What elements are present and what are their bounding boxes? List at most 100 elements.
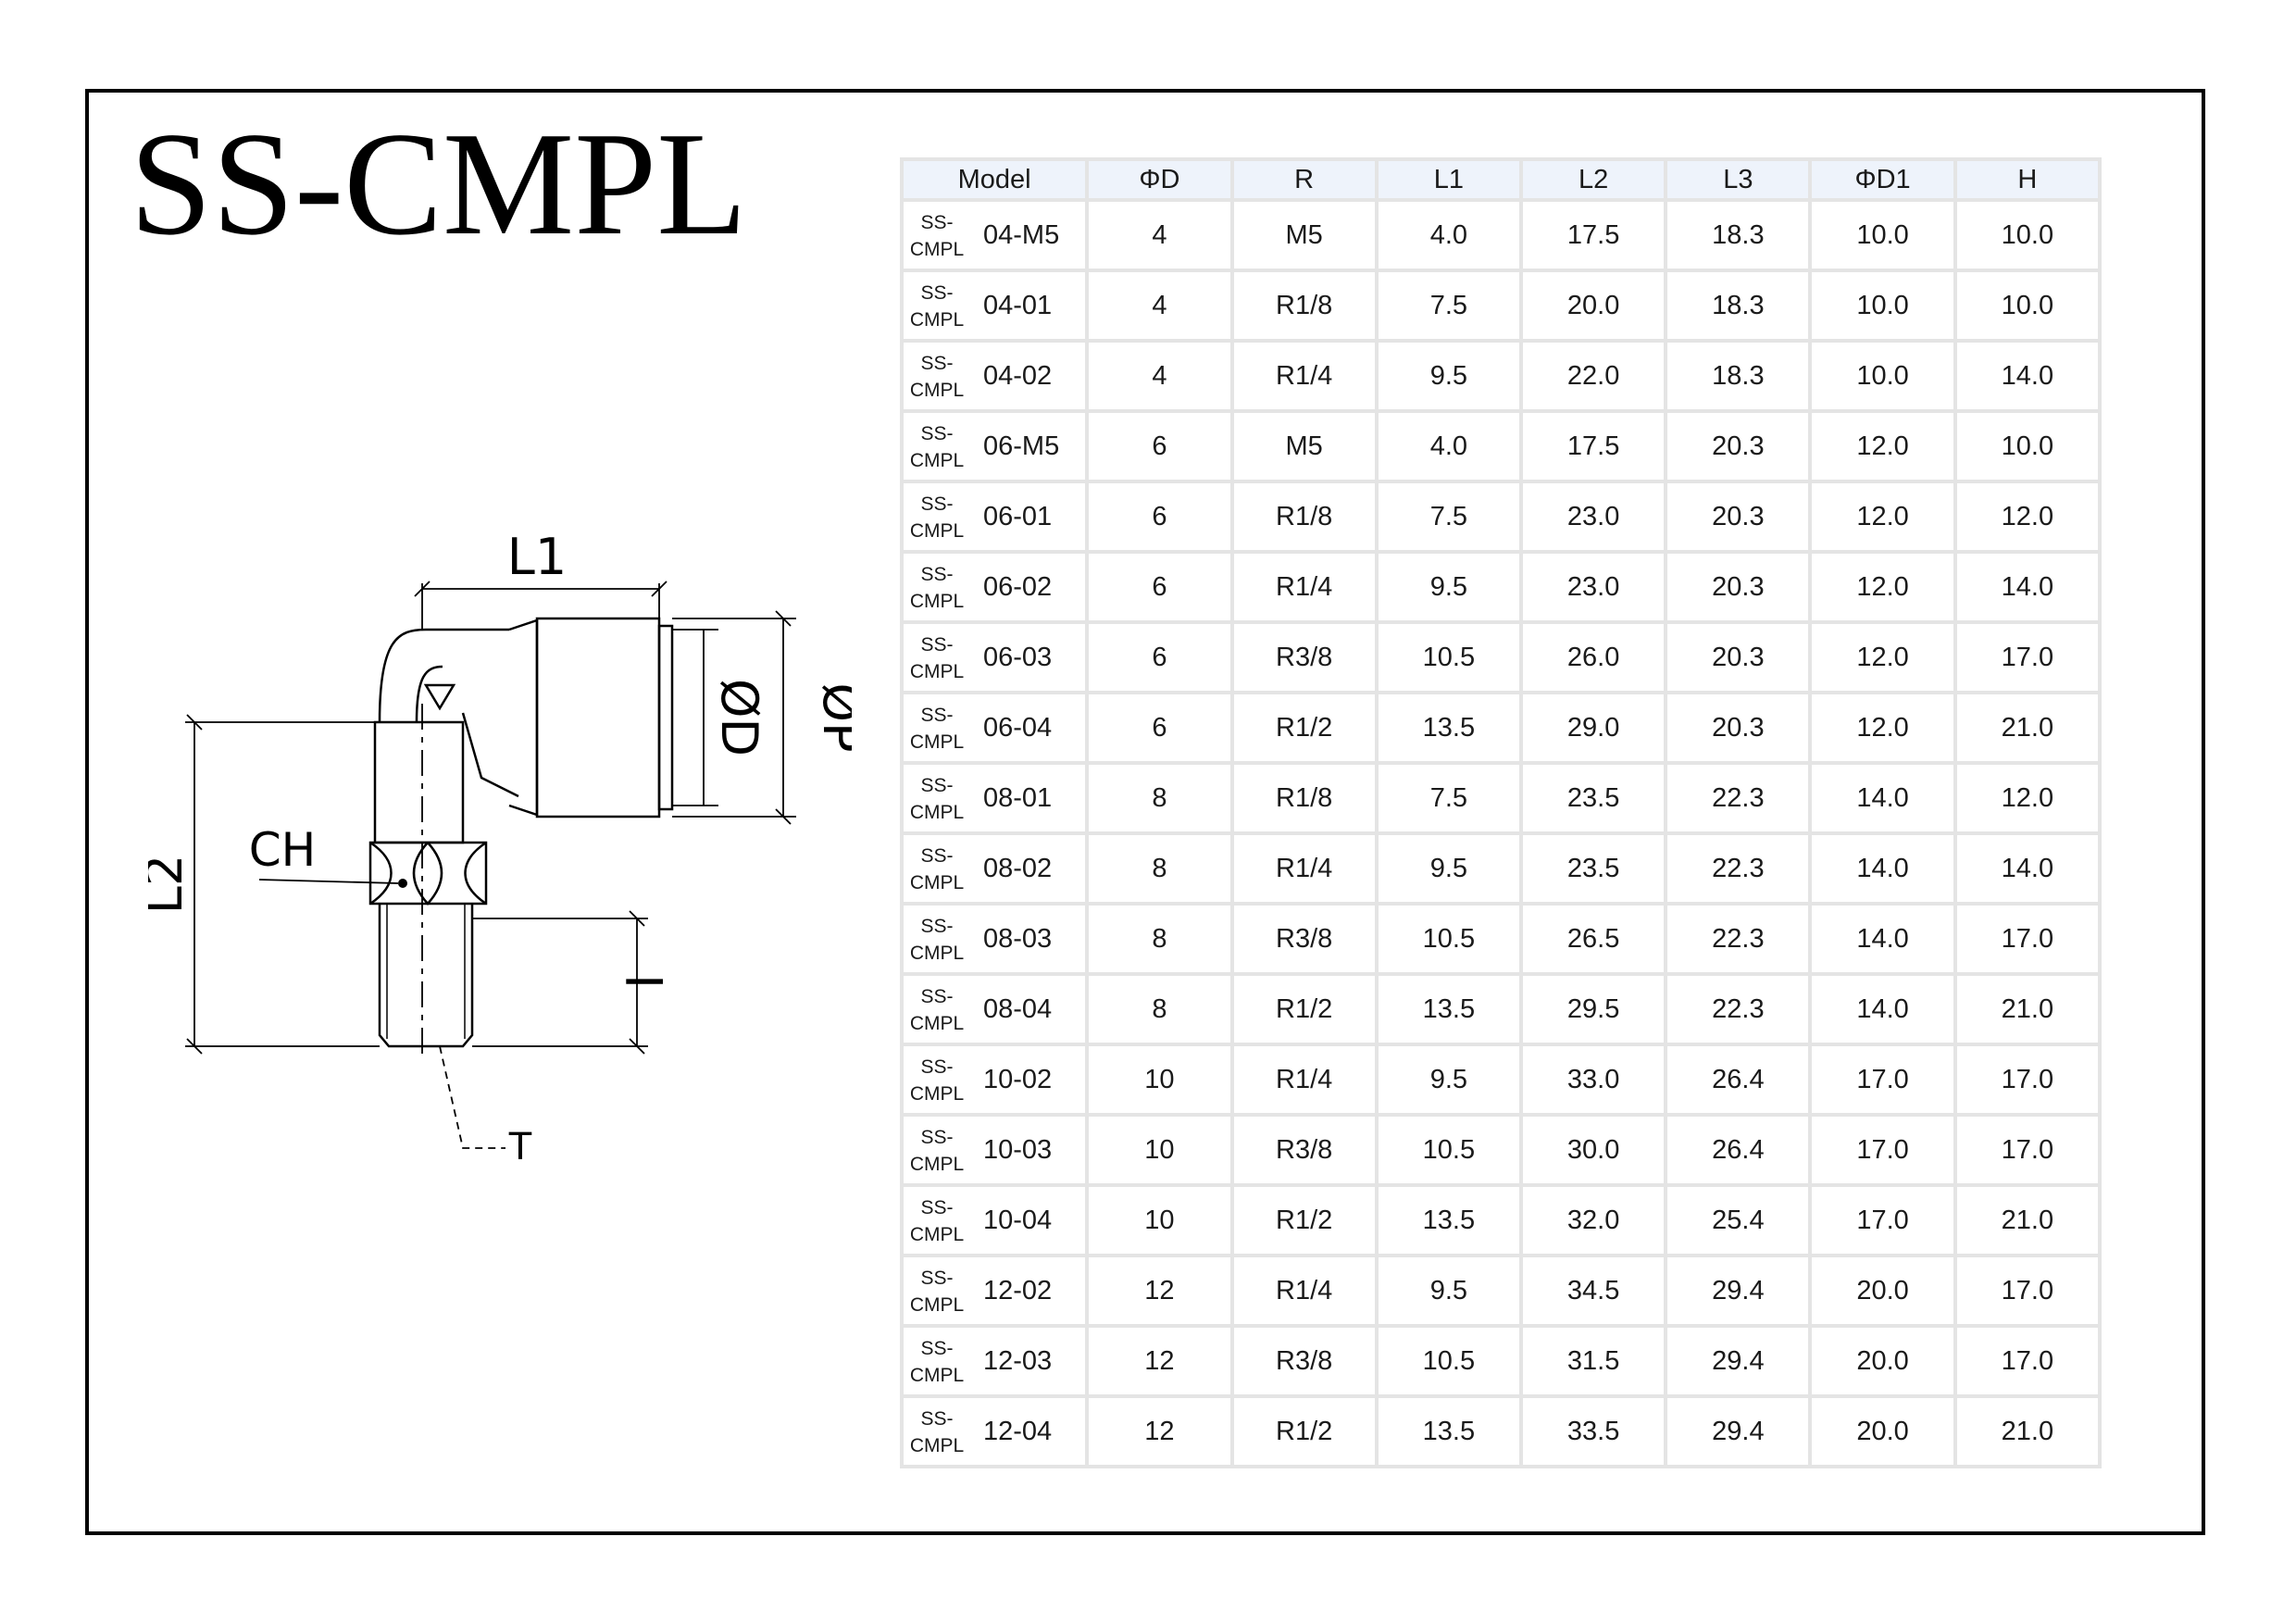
model-series-line1: SS-: [920, 1408, 954, 1430]
cell-d1: 12.0: [1812, 624, 1953, 691]
model-series-line1: SS-: [920, 423, 954, 444]
model-code: 06-M5: [983, 431, 1060, 461]
model-series-line2: CMPL: [909, 943, 965, 964]
cell-l3: 25.4: [1667, 1187, 1809, 1254]
cell-d1: 12.0: [1812, 413, 1953, 480]
cell-r: M5: [1233, 202, 1375, 269]
cell-d1: 14.0: [1812, 906, 1953, 972]
ch-marker: [398, 879, 407, 888]
model-series-line1: SS-: [920, 1268, 954, 1289]
cell-l3: 20.3: [1667, 554, 1809, 620]
label-i: I: [617, 974, 675, 989]
label-t: T: [508, 1126, 532, 1167]
model-series: SS-CMPL: [909, 1265, 965, 1318]
product-title: SS-CMPL: [130, 101, 747, 266]
cell-d1: 20.0: [1812, 1398, 1953, 1465]
model-series: SS-CMPL: [909, 280, 965, 333]
cell-l1: 7.5: [1378, 765, 1519, 831]
cell-d1: 10.0: [1812, 202, 1953, 269]
ch-leader: [258, 879, 399, 884]
model-series-line1: SS-: [920, 1197, 954, 1218]
cell-r: R1/2: [1233, 976, 1375, 1043]
model-code: 12-03: [983, 1346, 1053, 1376]
cell-l1: 7.5: [1378, 272, 1519, 339]
model-series-line1: SS-: [920, 493, 954, 515]
cell-h: 10.0: [1956, 413, 2098, 480]
model-series-line1: SS-: [920, 212, 954, 233]
cell-d: 12: [1089, 1328, 1230, 1394]
cell-d: 4: [1089, 272, 1230, 339]
elbow-outline: [378, 628, 509, 723]
model-code: 04-M5: [983, 220, 1060, 250]
cell-d1: 10.0: [1812, 343, 1953, 409]
cell-d1: 12.0: [1812, 694, 1953, 761]
cell-d1: 14.0: [1812, 835, 1953, 902]
model-series: SS-CMPL: [909, 1054, 965, 1107]
cell-h: 12.0: [1956, 765, 2098, 831]
header-r: R: [1233, 161, 1375, 198]
cell-l3: 20.3: [1667, 483, 1809, 550]
header-l1: L1: [1378, 161, 1519, 198]
cell-h: 21.0: [1956, 1187, 2098, 1254]
cell-h: 14.0: [1956, 343, 2098, 409]
cell-l2: 23.0: [1523, 554, 1665, 620]
model-code: 04-01: [983, 291, 1053, 320]
cell-l3: 22.3: [1667, 765, 1809, 831]
model-code: 10-03: [983, 1135, 1053, 1165]
model-series-line1: SS-: [920, 845, 954, 867]
cell-l2: 30.0: [1523, 1117, 1665, 1183]
hex-face-2: [412, 842, 443, 906]
model-code: 06-03: [983, 643, 1053, 672]
model-series: SS-CMPL: [909, 561, 965, 615]
model-series-line2: CMPL: [909, 872, 965, 893]
model-series-line1: SS-: [920, 353, 954, 374]
cell-l2: 20.0: [1523, 272, 1665, 339]
threaded-stem: [378, 904, 474, 1048]
model-series-line2: CMPL: [909, 802, 965, 823]
model-code: 06-01: [983, 502, 1053, 531]
cell-d1: 12.0: [1812, 554, 1953, 620]
model-series-line2: CMPL: [909, 239, 965, 260]
cell-l3: 20.3: [1667, 413, 1809, 480]
cell-d1: 12.0: [1812, 483, 1953, 550]
cell-l1: 10.5: [1378, 624, 1519, 691]
cell-l2: 17.5: [1523, 413, 1665, 480]
cell-d1: 20.0: [1812, 1257, 1953, 1324]
cell-d: 10: [1089, 1046, 1230, 1113]
model-series-line1: SS-: [920, 634, 954, 656]
cell-h: 17.0: [1956, 1117, 2098, 1183]
cell-h: 10.0: [1956, 202, 2098, 269]
model-series-line2: CMPL: [909, 1224, 965, 1245]
cell-r: R1/2: [1233, 1398, 1375, 1465]
cell-h: 17.0: [1956, 1257, 2098, 1324]
cell-l2: 23.5: [1523, 835, 1665, 902]
fitting-drawing: L1 ØD ØP L2 CH I T: [148, 500, 852, 1167]
cell-l1: 4.0: [1378, 413, 1519, 480]
collet-body: [535, 617, 661, 818]
cell-l1: 13.5: [1378, 1187, 1519, 1254]
model-series-line1: SS-: [920, 916, 954, 937]
hex-face-1: [369, 841, 393, 906]
model-series-line1: SS-: [920, 775, 954, 796]
cell-l2: 29.5: [1523, 976, 1665, 1043]
cell-r: R1/4: [1233, 835, 1375, 902]
model-series-line2: CMPL: [909, 1083, 965, 1105]
model-series-line2: CMPL: [909, 309, 965, 331]
cell-h: 21.0: [1956, 1398, 2098, 1465]
cell-d: 8: [1089, 835, 1230, 902]
model-series: SS-CMPL: [909, 631, 965, 685]
label-od: ØD: [710, 679, 768, 756]
model-series-line2: CMPL: [909, 731, 965, 753]
